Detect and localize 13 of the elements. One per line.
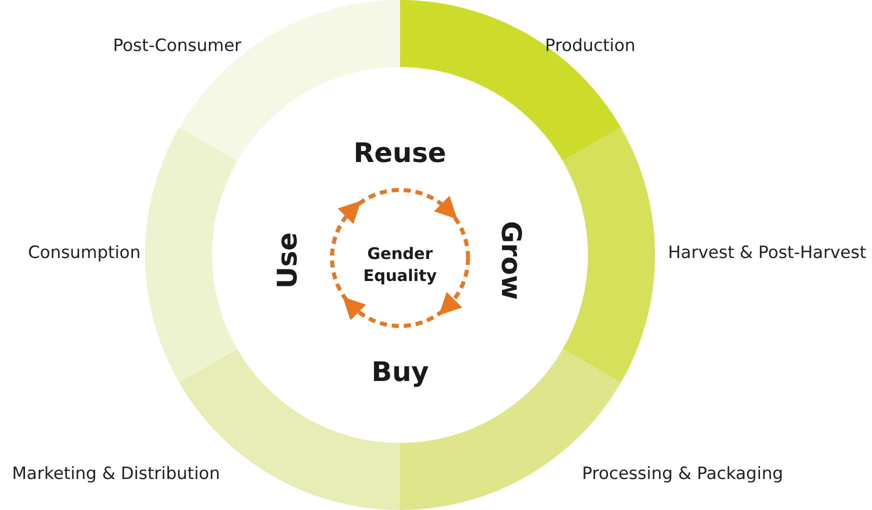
stage-label: Harvest & Post-Harvest (668, 243, 866, 263)
stage-label: Marketing & Distribution (12, 464, 220, 484)
stage-label: Consumption (28, 243, 141, 263)
stage-label: Processing & Packaging (582, 464, 784, 484)
stage-label: Production (545, 36, 636, 56)
ring-segment (145, 128, 238, 382)
center-label: Gender Equality (362, 243, 438, 287)
cycle-step-label: Buy (372, 356, 429, 388)
cycle-step-label: Use (272, 232, 304, 288)
ring-segment (562, 128, 655, 382)
stage-label: Post-Consumer (113, 36, 242, 56)
cycle-step-label: Grow (494, 220, 526, 300)
cycle-step-label: Reuse (354, 138, 446, 168)
